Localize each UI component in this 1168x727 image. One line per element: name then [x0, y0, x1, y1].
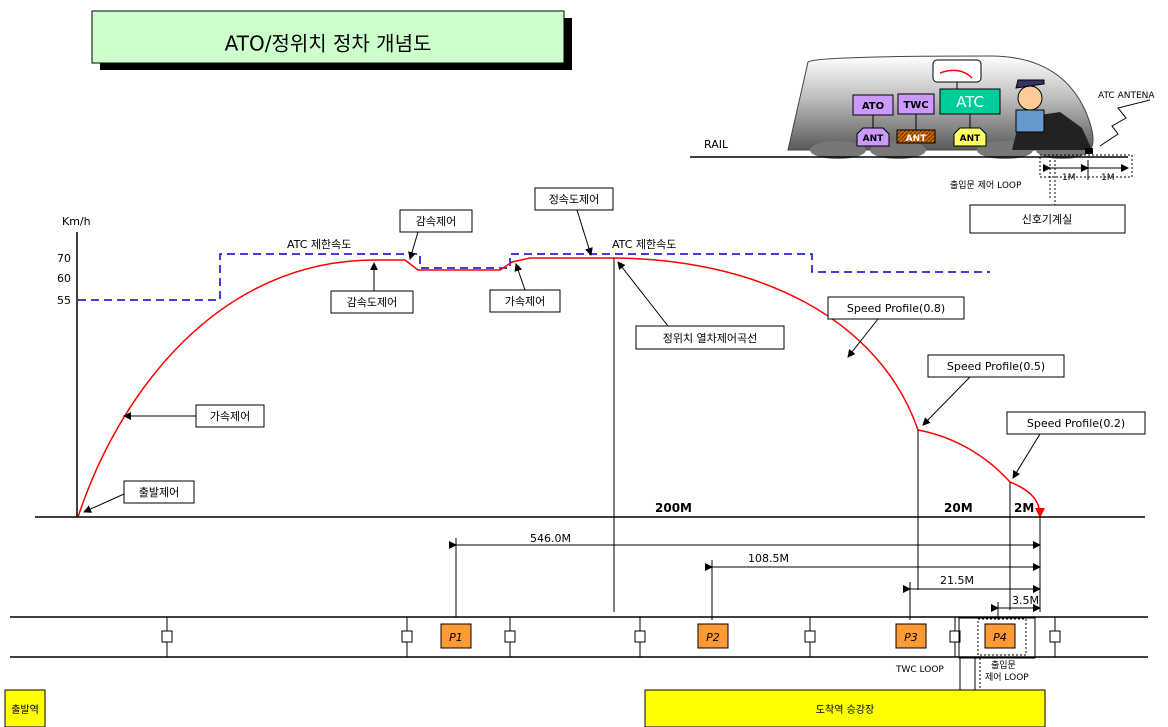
- callout-decel-speed-text: 감속도제어: [347, 296, 398, 309]
- atc-limit-label-1: ATC 제한속도: [287, 238, 351, 251]
- track-sleeper: [504, 617, 516, 657]
- arrival-station-label: 도착역 승강장: [816, 704, 874, 716]
- marker-p3: P3: [895, 623, 927, 649]
- one-m-label-b: 1M: [1101, 173, 1115, 183]
- marker-p4: P4: [958, 617, 1036, 659]
- dimension-21: 21.5M: [903, 574, 1041, 620]
- ant-label-2: ANT: [906, 134, 927, 144]
- axis-tick-60: 60: [57, 272, 71, 285]
- marker-p1-label: P1: [449, 631, 463, 644]
- marker-p4-label: P4: [993, 631, 1007, 644]
- atc-limit-line-1: [78, 253, 990, 301]
- callout-sp-02: Speed Profile(0.2): [1006, 411, 1146, 479]
- departure-station: 출발역: [4, 689, 46, 727]
- atc-limit-label-2: ATC 제한속도: [612, 238, 676, 251]
- page-title: ATO/정위치 정차 개념도: [225, 32, 432, 56]
- track-sleeper: [1049, 617, 1061, 657]
- callout-sp-08-text: Speed Profile(0.8): [847, 302, 945, 315]
- rail-label: RAIL: [704, 138, 729, 151]
- speed-axis: Km/h 70 60 55: [57, 215, 91, 517]
- track-sleeper: [804, 617, 816, 657]
- gate-loop-label-1: 출입문: [991, 659, 1016, 671]
- departure-station-label: 출발역: [11, 704, 39, 716]
- axis-tick-55: 55: [57, 294, 71, 307]
- callout-stop-curve-text: 정위치 열차제어곡선: [663, 332, 758, 345]
- marker-p1: P1: [440, 623, 472, 649]
- callout-accel-1: 가속제어: [123, 404, 265, 428]
- dimension-21-text: 21.5M: [940, 574, 974, 587]
- atc-box-label: ATC: [956, 93, 984, 111]
- atc-antenna-label: ATC ANTENA: [1098, 91, 1155, 101]
- signal-room-label: 신호기계실: [1022, 213, 1073, 226]
- marker-p3-label: P3: [904, 631, 918, 644]
- dimension-3-text: 3.5M: [1012, 594, 1039, 607]
- callout-const-speed-text: 정속도제어: [549, 193, 600, 206]
- callout-start-text: 출발제어: [139, 486, 179, 499]
- arrival-station: 도착역 승강장: [644, 689, 1046, 727]
- segment-20m: 20M: [944, 501, 973, 515]
- driver-icon: [1012, 79, 1092, 150]
- callout-sp-02-text: Speed Profile(0.2): [1027, 417, 1125, 430]
- track-sleeper: [949, 617, 961, 657]
- callout-decel-control-text: 감속제어: [416, 215, 456, 228]
- ant-label-3: ANT: [960, 134, 981, 144]
- callout-accel-2: 가속제어: [489, 263, 561, 313]
- gate-loop-label: 출입문 제어 LOOP: [950, 179, 1022, 191]
- ant-label-1: ANT: [863, 134, 884, 144]
- axis-ylabel: Km/h: [62, 215, 91, 228]
- train-illustration: RAIL ATC ATO TWC ANT ANT ANT: [690, 55, 1155, 234]
- dimension-108: 108.5M: [705, 552, 1041, 620]
- dimension-546-text: 546.0M: [530, 532, 571, 545]
- callout-stop-curve: 정위치 열차제어곡선: [617, 261, 785, 350]
- one-m-label-a: 1M: [1062, 173, 1076, 183]
- axis-tick-70: 70: [57, 252, 71, 265]
- callout-decel-control: 감속제어: [399, 209, 473, 260]
- ato-box-label: ATO: [862, 101, 884, 112]
- atc-antenna-lead: [1099, 99, 1151, 147]
- marker-p2: P2: [697, 623, 729, 649]
- callout-accel-2-text: 가속제어: [505, 295, 545, 308]
- gate-loop-bottom: 출입문 제어 LOOP: [959, 658, 1029, 690]
- speed-profile-curve: [77, 257, 1045, 518]
- track-sleeper: [634, 617, 646, 657]
- callout-accel-1-text: 가속제어: [210, 410, 250, 423]
- twc-loop-label: TWC LOOP: [895, 665, 944, 675]
- gate-loop-label-2: 제어 LOOP: [985, 672, 1029, 683]
- track-sleeper: [161, 617, 173, 657]
- dimension-3: 3.5M: [991, 594, 1041, 620]
- callout-sp-05-text: Speed Profile(0.5): [947, 360, 1045, 373]
- title-box: ATO/정위치 정차 개념도: [91, 10, 572, 70]
- segment-2m: 2M: [1014, 501, 1034, 515]
- track-sleeper: [401, 617, 413, 657]
- marker-p2-label: P2: [706, 631, 720, 644]
- track: [10, 616, 1148, 658]
- callout-sp-05: Speed Profile(0.5): [922, 354, 1065, 426]
- twc-box-label: TWC: [903, 100, 928, 111]
- callout-start: 출발제어: [83, 480, 195, 513]
- callout-decel-speed: 감속도제어: [330, 262, 414, 314]
- callout-sp-08: Speed Profile(0.8): [827, 296, 965, 358]
- segment-200m: 200M: [655, 501, 692, 515]
- wheel: [810, 141, 866, 159]
- dimension-108-text: 108.5M: [748, 552, 789, 565]
- callout-const-speed: 정속도제어: [534, 187, 614, 256]
- dimension-546: 546.0M: [449, 532, 1041, 617]
